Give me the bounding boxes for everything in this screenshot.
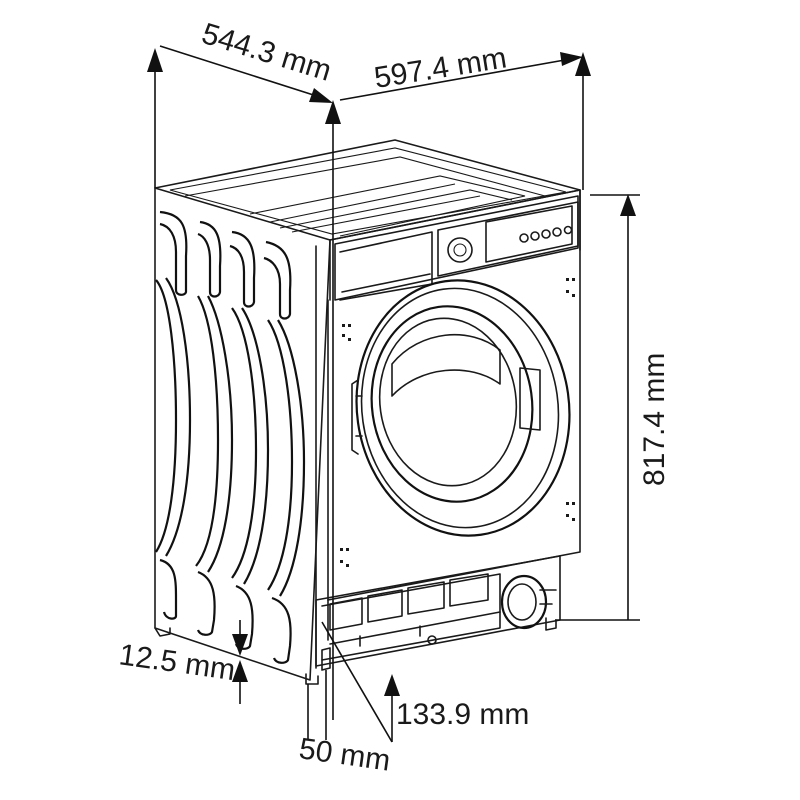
machine-body	[154, 139, 581, 685]
button-icon	[530, 231, 540, 241]
plinth-height-label: 133.9 mm	[396, 698, 529, 731]
front-face	[327, 189, 581, 601]
program-dial-icon	[447, 237, 473, 263]
door	[351, 279, 571, 537]
screw-marks	[340, 278, 575, 567]
depth-label: 544.3 mm	[198, 17, 335, 88]
side-face	[154, 187, 331, 681]
height-label: 817.4 mm	[638, 353, 671, 486]
dimension-lines	[147, 45, 640, 743]
button-icon	[552, 227, 562, 237]
control-panel	[334, 195, 579, 301]
button-icon	[541, 229, 551, 239]
width-label: 597.4 mm	[372, 41, 509, 94]
button-icon	[519, 233, 529, 243]
door-handle-icon	[519, 367, 541, 431]
side-grips	[155, 210, 306, 664]
plinth-offset-label: 50 mm	[297, 732, 392, 777]
dimension-labels: 544.3 mm 597.4 mm 817.4 mm 12.5 mm 133.9…	[117, 17, 671, 778]
foot-label: 12.5 mm	[117, 638, 237, 687]
button-icon	[563, 225, 573, 235]
drain-filter-icon	[500, 574, 548, 630]
